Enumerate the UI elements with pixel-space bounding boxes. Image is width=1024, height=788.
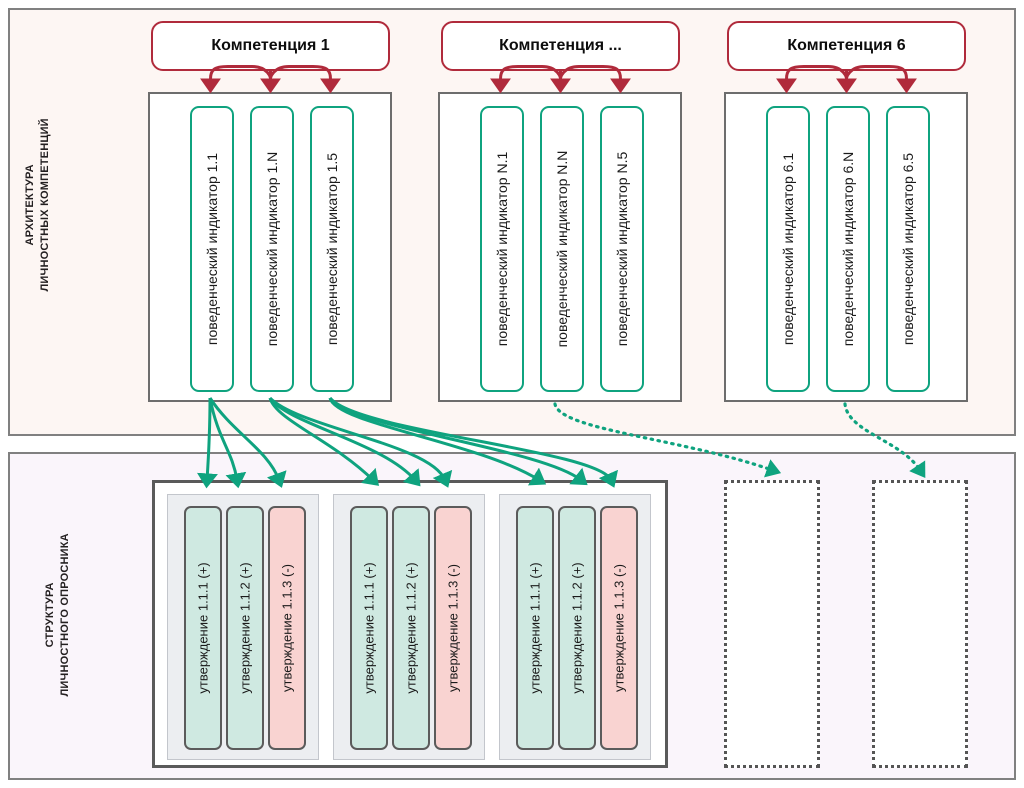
placeholder-box-2[interactable] bbox=[872, 480, 968, 768]
statement-box-3-1[interactable]: утверждение 1.1.1 (+) bbox=[516, 506, 554, 750]
competence-box-1[interactable]: Компетенция 1 bbox=[151, 21, 390, 71]
panel-architecture-label: АРХИТЕКТУРА ЛИЧНОСТНЫХ КОМПЕТЕНЦИЙ bbox=[23, 105, 53, 305]
statement-box-2-3[interactable]: утверждение 1.1.3 (-) bbox=[434, 506, 472, 750]
statement-label: утверждение 1.1.1 (+) bbox=[195, 562, 211, 694]
indicator-label: поведенческий индикатор 1.5 bbox=[324, 152, 340, 346]
panel-architecture-label-line2: ЛИЧНОСТНЫХ КОМПЕТЕНЦИЙ bbox=[39, 118, 51, 292]
indicator-group-2: поведенческий индикатор N.1 поведенчески… bbox=[438, 92, 682, 402]
indicator-box-1-3[interactable]: поведенческий индикатор 1.5 bbox=[310, 106, 354, 392]
statement-label: утверждение 1.1.1 (+) bbox=[361, 562, 377, 694]
indicator-box-1-1[interactable]: поведенческий индикатор 1.1 bbox=[190, 106, 234, 392]
panel-questionnaire-label-line1: СТРУКТУРА bbox=[44, 582, 57, 648]
statement-label: утверждение 1.1.2 (+) bbox=[569, 562, 585, 694]
panel-questionnaire-label: СТРУКТУРА ЛИЧНОСТНОГО ОПРОСНИКА bbox=[43, 515, 73, 715]
indicator-box-2-2[interactable]: поведенческий индикатор N.N bbox=[540, 106, 584, 392]
indicator-box-3-2[interactable]: поведенческий индикатор 6.N bbox=[826, 106, 870, 392]
indicator-box-3-1[interactable]: поведенческий индикатор 6.1 bbox=[766, 106, 810, 392]
statement-label: утверждение 1.1.3 (-) bbox=[279, 564, 295, 692]
indicator-label: поведенческий индикатор N.1 bbox=[494, 151, 510, 347]
statement-group-2: утверждение 1.1.1 (+) утверждение 1.1.2 … bbox=[333, 494, 485, 760]
indicator-box-2-3[interactable]: поведенческий индикатор N.5 bbox=[600, 106, 644, 392]
statement-label: утверждение 1.1.2 (+) bbox=[237, 562, 253, 694]
placeholder-box-1[interactable] bbox=[724, 480, 820, 768]
statement-box-2-1[interactable]: утверждение 1.1.1 (+) bbox=[350, 506, 388, 750]
indicator-label: поведенческий индикатор 6.1 bbox=[780, 152, 796, 346]
statement-container: утверждение 1.1.1 (+) утверждение 1.1.2 … bbox=[152, 480, 668, 768]
statement-label: утверждение 1.1.3 (-) bbox=[445, 564, 461, 692]
indicator-group-1: поведенческий индикатор 1.1 поведенчески… bbox=[148, 92, 392, 402]
indicator-label: поведенческий индикатор N.5 bbox=[614, 151, 630, 347]
statement-box-1-2[interactable]: утверждение 1.1.2 (+) bbox=[226, 506, 264, 750]
indicator-box-3-3[interactable]: поведенческий индикатор 6.5 bbox=[886, 106, 930, 392]
indicator-label: поведенческий индикатор N.N bbox=[554, 150, 570, 348]
indicator-label: поведенческий индикатор 6.5 bbox=[900, 152, 916, 346]
statement-box-3-3[interactable]: утверждение 1.1.3 (-) bbox=[600, 506, 638, 750]
statement-box-2-2[interactable]: утверждение 1.1.2 (+) bbox=[392, 506, 430, 750]
statement-label: утверждение 1.1.1 (+) bbox=[527, 562, 543, 694]
statement-box-3-2[interactable]: утверждение 1.1.2 (+) bbox=[558, 506, 596, 750]
indicator-box-2-1[interactable]: поведенческий индикатор N.1 bbox=[480, 106, 524, 392]
statement-group-3: утверждение 1.1.1 (+) утверждение 1.1.2 … bbox=[499, 494, 651, 760]
statement-box-1-3[interactable]: утверждение 1.1.3 (-) bbox=[268, 506, 306, 750]
panel-questionnaire-label-line2: ЛИЧНОСТНОГО ОПРОСНИКА bbox=[59, 533, 71, 697]
statement-box-1-1[interactable]: утверждение 1.1.1 (+) bbox=[184, 506, 222, 750]
panel-architecture-label-line1: АРХИТЕКТУРА bbox=[24, 164, 37, 246]
indicator-label: поведенческий индикатор 6.N bbox=[840, 151, 856, 347]
competence-box-2[interactable]: Компетенция ... bbox=[441, 21, 680, 71]
indicator-group-3: поведенческий индикатор 6.1 поведенчески… bbox=[724, 92, 968, 402]
competence-box-3[interactable]: Компетенция 6 bbox=[727, 21, 966, 71]
indicator-label: поведенческий индикатор 1.N bbox=[264, 151, 280, 347]
indicator-box-1-2[interactable]: поведенческий индикатор 1.N bbox=[250, 106, 294, 392]
statement-label: утверждение 1.1.2 (+) bbox=[403, 562, 419, 694]
indicator-label: поведенческий индикатор 1.1 bbox=[204, 152, 220, 346]
statement-group-1: утверждение 1.1.1 (+) утверждение 1.1.2 … bbox=[167, 494, 319, 760]
statement-label: утверждение 1.1.3 (-) bbox=[611, 564, 627, 692]
